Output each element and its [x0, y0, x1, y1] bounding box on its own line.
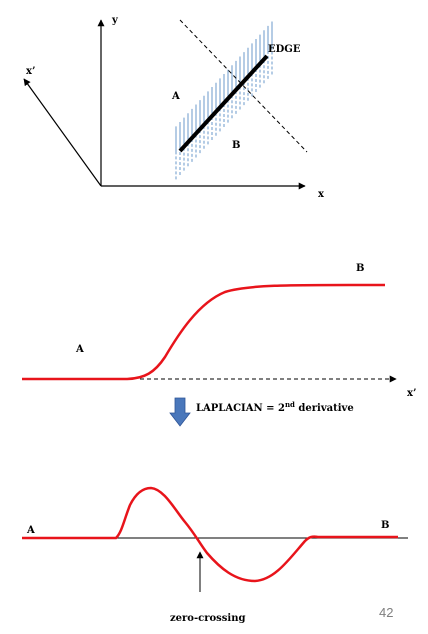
laplacian-region-a-label: A	[26, 525, 35, 536]
profile-region-a-label: A	[75, 344, 84, 355]
x-axis-label: x	[318, 189, 325, 200]
laplacian-label: LAPLACIAN = 2nd derivative	[196, 400, 354, 414]
region-a-hatching	[175, 21, 273, 155]
profile-region-b-label: B	[356, 263, 364, 274]
edge-normal-dashed-line	[179, 19, 308, 153]
top-diagram: y x x’ EDGE A B	[23, 15, 325, 200]
step-edge-curve	[22, 283, 386, 381]
y-axis-label: y	[111, 15, 119, 26]
laplacian-profile: A B zero-crossing	[22, 486, 408, 624]
step-profile: A B x’	[22, 263, 416, 399]
region-b-label: B	[232, 140, 240, 151]
x-prime-axis-label: x’	[26, 66, 35, 77]
zero-crossing-label: zero-crossing	[170, 613, 245, 624]
page-number: 42	[379, 605, 393, 620]
second-derivative-curve	[22, 486, 398, 583]
edge-line	[178, 54, 269, 153]
region-b-hatching	[175, 51, 273, 182]
profile-axis-label: x’	[407, 388, 416, 399]
laplacian-operator: LAPLACIAN = 2nd derivative	[169, 397, 354, 427]
region-a-label: A	[171, 91, 180, 102]
x-prime-axis	[23, 78, 102, 187]
laplacian-region-b-label: B	[381, 520, 389, 531]
edge-label: EDGE	[268, 44, 301, 55]
down-arrow-icon	[169, 397, 191, 427]
